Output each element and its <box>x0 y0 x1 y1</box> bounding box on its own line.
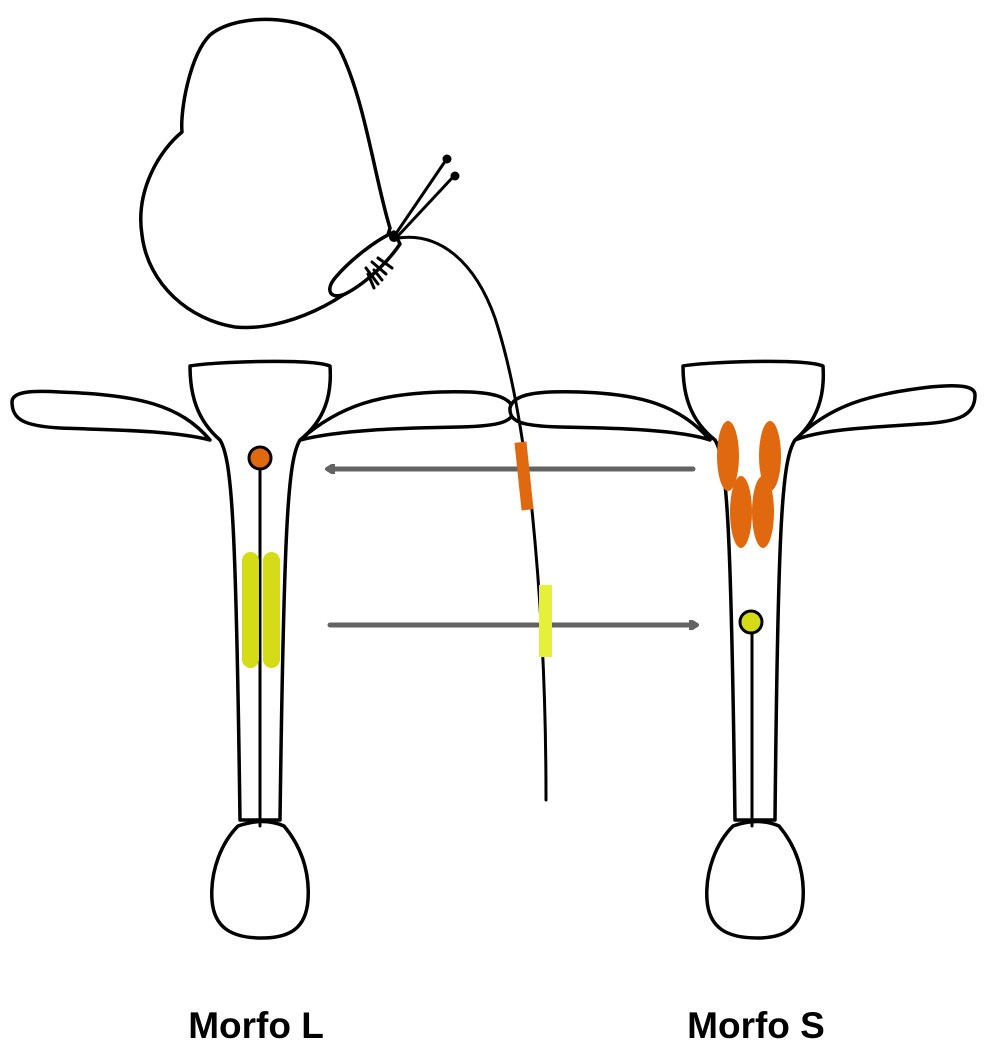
left-flower-stigma <box>249 447 271 469</box>
morph-l-label: Morfo L <box>188 1005 324 1044</box>
proboscis-pollen-orange <box>514 442 533 511</box>
butterfly-proboscis <box>398 237 546 800</box>
right-flower-ovary <box>707 822 803 939</box>
left-flower-petal-right <box>300 392 513 440</box>
right-flower-stigma <box>740 611 762 633</box>
butterfly-antenna-tip <box>451 172 460 181</box>
left-flower-anther <box>242 552 259 668</box>
right-flower-petal-left <box>510 392 710 440</box>
left-flower-ovary <box>212 822 308 939</box>
morph-s-label: Morfo S <box>687 1005 825 1044</box>
left-flower-anther <box>263 552 280 668</box>
flower-morph-s <box>510 361 975 938</box>
right-flower-anther <box>730 476 752 548</box>
butterfly-antennae <box>395 160 453 237</box>
butterfly-antenna-tip <box>443 155 452 164</box>
flower-morph-l <box>12 361 513 938</box>
right-flower-anther <box>752 476 774 548</box>
proboscis-pollen-yellow <box>539 585 552 657</box>
left-flower-petal-left <box>12 391 210 440</box>
